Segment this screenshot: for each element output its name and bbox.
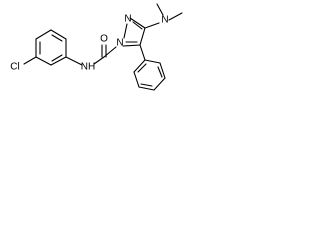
nh-carbonyl-bond — [93, 56, 105, 65]
pyrazole-ring — [122, 17, 146, 47]
carbonyl-oxygen-label: O — [100, 34, 108, 45]
c3-nme2-bond — [144, 22, 160, 29]
pyrazole-n1-label: N — [116, 38, 123, 49]
c4-phenyl-bond — [139, 44, 146, 61]
phenyl-ring — [133, 59, 166, 91]
c-cl-bond — [23, 56, 37, 65]
structure-diagram: Cl NH O N N N — [10, 3, 183, 91]
aryl-nh-bond — [65, 56, 83, 66]
pyrazole-n2-label: N — [124, 14, 131, 25]
carbonyl-n1-bond — [103, 46, 117, 58]
chlorophenyl-ring — [35, 29, 67, 66]
chlorine-label: Cl — [10, 62, 19, 73]
dimethylamino-n-label: N — [161, 15, 168, 26]
n-methyl-bonds — [156, 3, 183, 21]
amide-nh-label: NH — [81, 62, 95, 73]
